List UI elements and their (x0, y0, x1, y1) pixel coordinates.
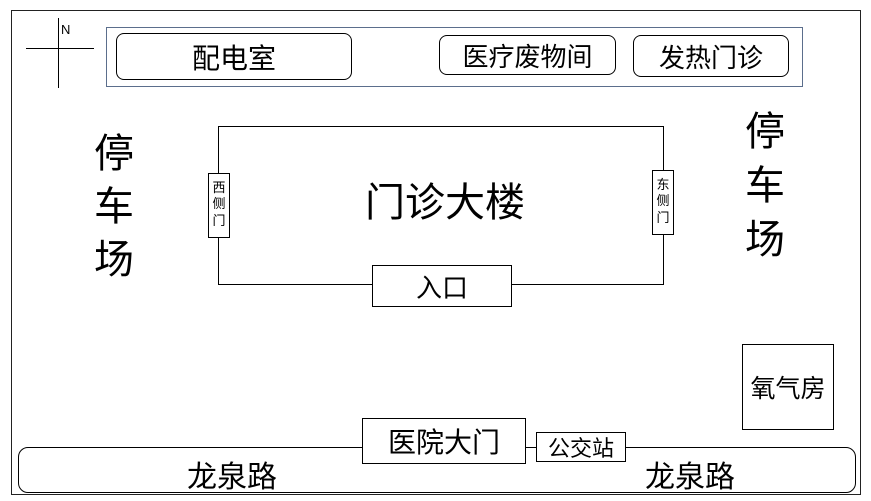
east-door-char: 门 (656, 210, 670, 226)
parking-west-char: 场 (94, 237, 134, 284)
medical-waste-room[interactable]: 医疗废物间 (439, 35, 616, 75)
west-door-char: 西 (212, 181, 226, 197)
road-label-right: 龙泉路 (645, 460, 735, 495)
hospital-main-gate[interactable]: 医院大门 (362, 418, 526, 464)
compass-north-label: N (61, 22, 71, 37)
fever-clinic-label: 发热门诊 (658, 43, 763, 74)
medical-waste-room-label: 医疗废物间 (462, 42, 593, 73)
west-door-char: 侧 (212, 197, 226, 213)
building-entrance-label: 入口 (415, 273, 468, 304)
east-door-char: 东 (656, 178, 670, 194)
east-side-door[interactable]: 东 侧 门 (652, 170, 674, 235)
parking-west-char: 车 (94, 184, 134, 231)
west-door-char: 门 (212, 213, 226, 229)
outpatient-building-label: 门诊大楼 (365, 180, 525, 226)
map-frame (11, 10, 861, 495)
top-facilities-strip (106, 27, 803, 87)
fever-clinic[interactable]: 发热门诊 (633, 35, 789, 77)
parking-east-char: 车 (745, 163, 785, 209)
oxygen-room[interactable]: 氧气房 (742, 344, 834, 430)
parking-west-char: 停 (94, 131, 134, 177)
road-label-left: 龙泉路 (187, 460, 277, 495)
parking-lot-west[interactable]: 停 车 场 (94, 128, 134, 288)
east-door-char: 侧 (656, 194, 670, 210)
building-entrance[interactable]: 入口 (372, 265, 512, 307)
parking-lot-east[interactable]: 停 车 场 (745, 105, 785, 267)
power-room-label: 配电室 (191, 41, 276, 75)
oxygen-room-label: 氧气房 (750, 374, 826, 403)
parking-east-char: 场 (745, 217, 785, 263)
west-side-door[interactable]: 西 侧 门 (208, 173, 230, 238)
parking-east-char: 停 (745, 109, 785, 155)
power-room[interactable]: 配电室 (116, 33, 352, 80)
hospital-main-gate-label: 医院大门 (387, 426, 500, 459)
bus-stop-label: 公交站 (547, 437, 614, 462)
bus-stop[interactable]: 公交站 (536, 432, 626, 462)
